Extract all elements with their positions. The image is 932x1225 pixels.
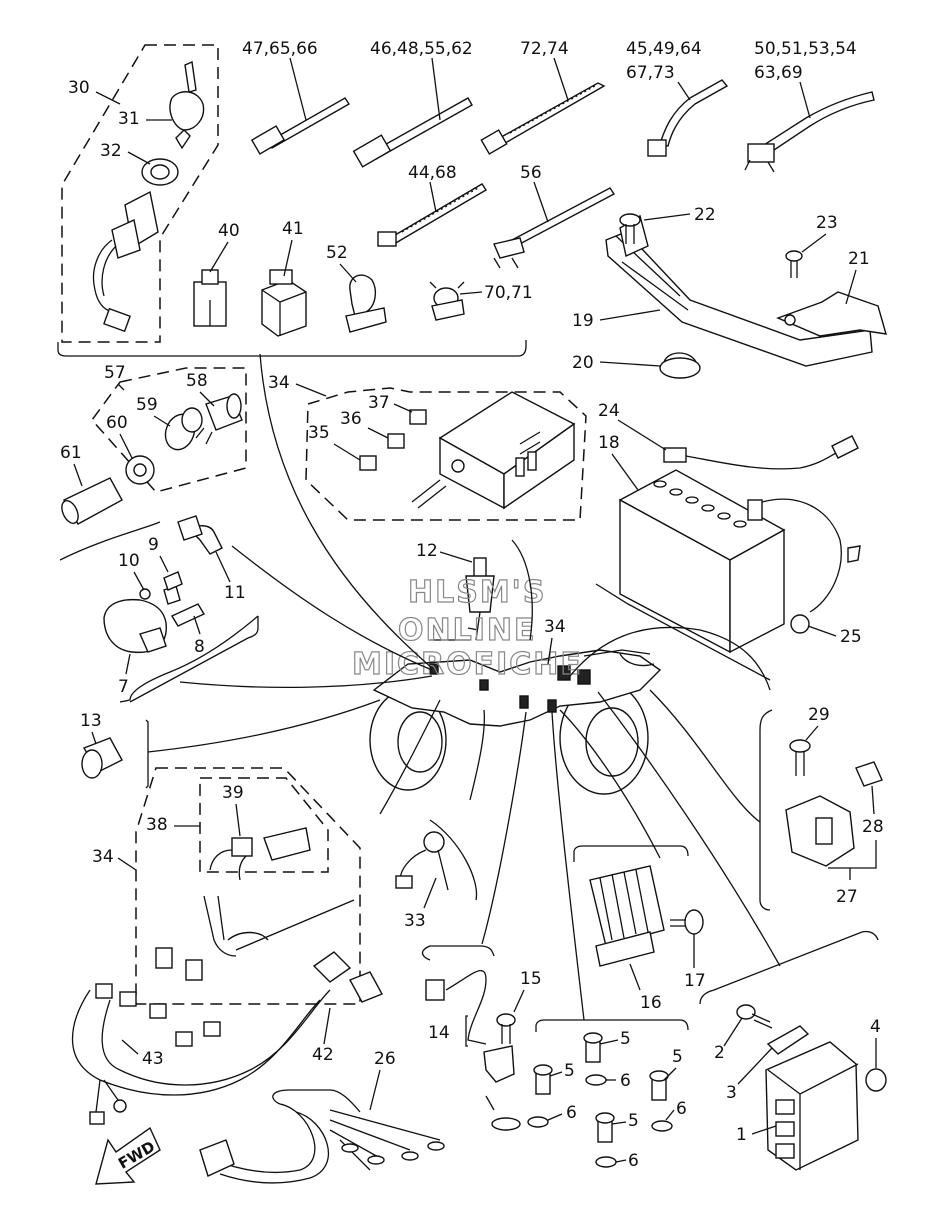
callout-30: 30: [68, 78, 90, 98]
starter-relay-group: [759, 709, 883, 911]
callout-18: 18: [598, 433, 620, 453]
main-harness-group: [71, 951, 445, 1184]
sensor-13: [81, 719, 149, 789]
callout-56: 56: [520, 163, 542, 183]
battery-holder-group: [605, 213, 887, 379]
leader-lines: [147, 353, 781, 1021]
regulator-16: [573, 845, 704, 967]
callout-61: 61: [60, 443, 82, 463]
callout-41: 41: [282, 219, 304, 239]
callout-37: 37: [368, 393, 390, 413]
battery-bracket: [595, 583, 771, 681]
callout-13: 13: [80, 711, 102, 731]
callout-6c: 6: [566, 1103, 577, 1123]
callout-36: 36: [340, 409, 362, 429]
callout-28: 28: [862, 817, 884, 837]
callout-38: 38: [146, 815, 168, 835]
atv-vehicle: [369, 627, 662, 795]
sub-harness-group: [135, 767, 361, 1005]
battery-group: [618, 435, 861, 654]
callout-34-bottom: 34: [92, 847, 114, 867]
callout-4: 4: [870, 1017, 881, 1037]
callout-23: 23: [816, 213, 838, 233]
ignition-coil-group: [59, 515, 259, 703]
callout-27: 27: [836, 887, 858, 907]
callout-45a: 45,49,64: [626, 39, 702, 59]
callout-46: 46,48,55,62: [370, 39, 473, 59]
callout-39: 39: [222, 783, 244, 803]
callout-5b: 5: [672, 1047, 683, 1067]
callout-6a: 6: [620, 1071, 631, 1091]
callout-70: 70,71: [484, 283, 533, 303]
cdi-unit-group: [699, 930, 887, 1171]
callout-21: 21: [848, 249, 870, 269]
callout-17: 17: [684, 971, 706, 991]
fwd-arrow: FWD: [95, 1126, 161, 1185]
callout-57: 57: [104, 363, 126, 383]
cable-ties-row: [193, 79, 875, 337]
callout-2: 2: [714, 1043, 725, 1063]
callout-72: 72,74: [520, 39, 569, 59]
callout-58: 58: [186, 371, 208, 391]
callout-8: 8: [194, 637, 205, 657]
callout-25: 25: [840, 627, 862, 647]
callout-5a: 5: [620, 1029, 631, 1049]
switch-33: [395, 819, 478, 901]
callout-3: 3: [726, 1083, 737, 1103]
callout-9: 9: [148, 535, 159, 555]
callout-12: 12: [416, 541, 438, 561]
callout-45b: 67,73: [626, 63, 675, 83]
callout-11: 11: [224, 583, 246, 603]
callout-42: 42: [312, 1045, 334, 1065]
callout-15: 15: [520, 969, 542, 989]
callout-14: 14: [428, 1023, 450, 1043]
callout-44: 44,68: [408, 163, 457, 183]
svg-text:ONLINE: ONLINE: [398, 613, 537, 648]
callout-6d: 6: [628, 1151, 639, 1171]
callout-29: 29: [808, 705, 830, 725]
callout-31: 31: [118, 109, 140, 129]
callout-10: 10: [118, 551, 140, 571]
callout-43: 43: [142, 1049, 164, 1069]
callout-33: 33: [404, 911, 426, 931]
callout-50b: 63,69: [754, 63, 803, 83]
callout-52: 52: [326, 243, 348, 263]
callout-34-mid: 34: [544, 617, 566, 637]
watermark: HLSM'S ONLINE MICROFICHE: [351, 574, 583, 682]
callout-6b: 6: [676, 1099, 687, 1119]
spark-plug: [465, 557, 495, 641]
callout-7: 7: [118, 677, 129, 697]
ignition-switch-group: [61, 44, 219, 343]
speed-sensor-group: [421, 945, 521, 1131]
svg-text:MICROFICHE: MICROFICHE: [352, 647, 583, 682]
callout-1: 1: [736, 1125, 747, 1145]
callout-35: 35: [308, 423, 330, 443]
bolts-washers-group: [527, 1019, 689, 1168]
svg-text:HLSM'S: HLSM'S: [408, 575, 546, 610]
callout-5c: 5: [564, 1061, 575, 1081]
callout-60: 60: [106, 413, 128, 433]
callout-32: 32: [100, 141, 122, 161]
callout-20: 20: [572, 353, 594, 373]
callout-26: 26: [374, 1049, 396, 1069]
fuse-box-group: [305, 387, 587, 521]
accessory-socket-group: [61, 367, 247, 525]
callout-34-top: 34: [268, 373, 290, 393]
callout-labels: 30 31 32 47,65,66 46,48,55,62 72,74 45,4…: [60, 39, 884, 1171]
callout-22: 22: [694, 205, 716, 225]
callout-47: 47,65,66: [242, 39, 318, 59]
callout-24: 24: [598, 401, 620, 421]
group-bracket-top: [57, 340, 527, 357]
callout-5d: 5: [628, 1111, 639, 1131]
callout-59: 59: [136, 395, 158, 415]
callout-19: 19: [572, 311, 594, 331]
callout-40: 40: [218, 221, 240, 241]
callout-16: 16: [640, 993, 662, 1013]
callout-50a: 50,51,53,54: [754, 39, 857, 59]
